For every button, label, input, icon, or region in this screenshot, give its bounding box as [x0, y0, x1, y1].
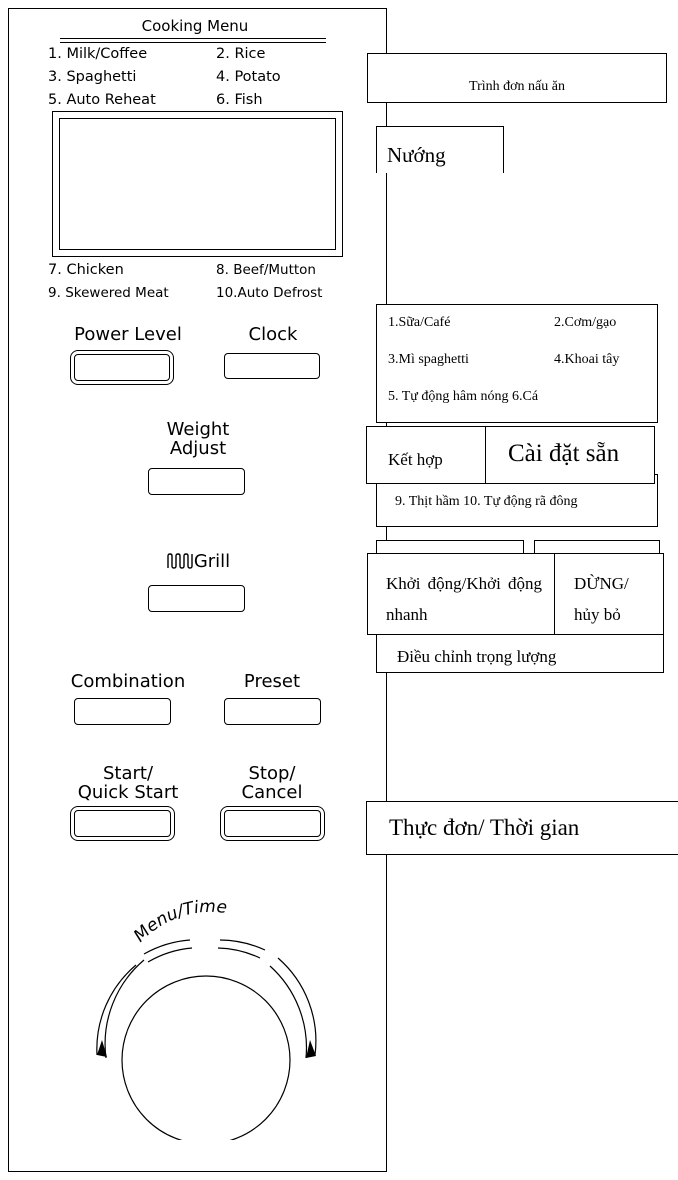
translation-cooking-menu: Trình đơn nấu ăn	[367, 53, 667, 103]
grill-heater-icon	[167, 553, 193, 569]
translation-preset: Cài đặt sẵn	[485, 426, 655, 484]
translation-menu-2: 2.Cơm/gạo	[554, 315, 617, 330]
translation-menu-1: 1.Sữa/Café	[388, 315, 451, 330]
translation-menu-5-6: 5. Tự động hâm nóng 6.Cá	[388, 389, 539, 404]
clock-label: Clock	[248, 324, 298, 345]
menu-item-2: 2. Rice	[216, 46, 266, 62]
preset-label: Preset	[243, 671, 301, 692]
translation-menu-time: Thực đơn/ Thời gian	[366, 801, 678, 855]
dial-label: Menu/Time	[130, 897, 228, 947]
dial-arc-left	[96, 964, 137, 1056]
translation-start: Khởi động/Khởi động nhanh	[367, 553, 555, 635]
weight-adjust-button[interactable]	[148, 468, 245, 495]
translation-menu-items: 1.Sữa/Café 2.Cơm/gạo 3.Mì spaghetti 4.Kh…	[376, 304, 658, 423]
menu-time-dial[interactable]: Menu/Time	[80, 880, 340, 1140]
menu-item-3: 3. Spaghetti	[48, 69, 137, 85]
translation-menu-4: 4.Khoai tây	[554, 352, 620, 367]
power-level-button[interactable]	[70, 350, 174, 385]
translation-menu-3: 3.Mì spaghetti	[388, 352, 469, 367]
clock-button[interactable]	[224, 353, 320, 379]
cooking-menu-title: Cooking Menu	[141, 17, 249, 35]
translation-weight-adjust: Điều chỉnh trọng lượng	[376, 634, 664, 673]
dial-arc-mid-left	[143, 939, 191, 955]
start-button[interactable]	[70, 806, 175, 841]
stop-label: Stop/Cancel	[241, 763, 303, 803]
power-level-label: Power Level	[74, 324, 182, 345]
translation-stop: DỪNG/ hủy bỏ	[554, 553, 664, 635]
combination-button[interactable]	[74, 698, 171, 725]
menu-item-8: 8. Beef/Mutton	[216, 262, 316, 278]
menu-item-4: 4. Potato	[216, 69, 281, 85]
menu-item-6: 6. Fish	[216, 92, 263, 108]
dial-arc-mid-right	[219, 939, 266, 951]
menu-item-7: 7. Chicken	[48, 262, 124, 278]
arrow-right-icon	[306, 1040, 316, 1058]
menu-item-1: 1. Milk/Coffee	[48, 46, 148, 62]
combination-label: Combination	[70, 671, 186, 692]
dial-arc-right	[277, 957, 317, 1056]
dial-knob[interactable]	[121, 975, 291, 1140]
stop-button[interactable]	[220, 806, 325, 841]
translation-grill: Nướng	[376, 126, 504, 173]
menu-item-9: 9. Skewered Meat	[48, 285, 169, 301]
menu-item-5: 5. Auto Reheat	[48, 92, 156, 108]
start-label: Start/Quick Start	[77, 763, 179, 803]
arrow-left-icon	[97, 1040, 107, 1057]
display-window	[52, 111, 343, 257]
grill-button[interactable]	[148, 585, 245, 612]
menu-title-underline	[60, 38, 326, 43]
menu-item-10: 10.Auto Defrost	[216, 285, 323, 301]
grill-label: Grill	[148, 552, 248, 572]
preset-button[interactable]	[224, 698, 321, 725]
translation-combination: Kết hợp	[366, 426, 486, 484]
